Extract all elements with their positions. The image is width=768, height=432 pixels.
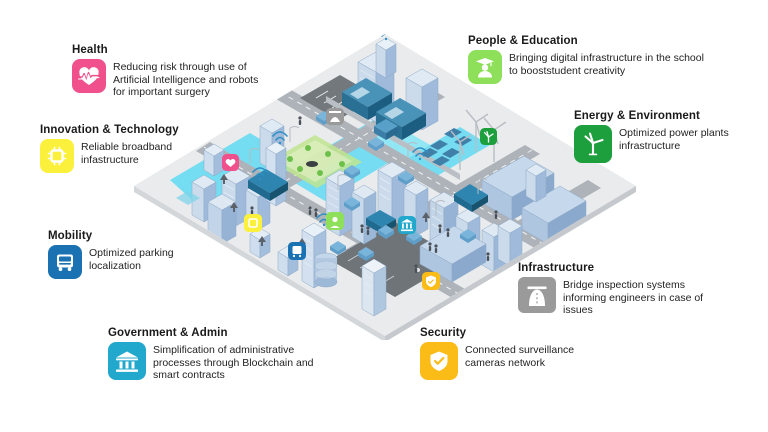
scene-badge-health[interactable] bbox=[222, 154, 239, 171]
wifi-signals bbox=[252, 34, 428, 227]
pedestrians bbox=[250, 116, 498, 273]
callout-mobility[interactable]: Mobility Optimized parking localization bbox=[48, 230, 218, 279]
callout-security[interactable]: Security Connected surveillance cameras … bbox=[420, 327, 600, 380]
isometric-city-scene bbox=[134, 34, 636, 340]
callout-health[interactable]: Health Reducing risk through use of Arti… bbox=[72, 44, 282, 99]
train bbox=[326, 78, 460, 180]
callout-government-title: Government & Admin bbox=[108, 327, 228, 339]
scene-badge-education[interactable] bbox=[326, 212, 344, 230]
scene-badge-government[interactable] bbox=[398, 216, 416, 234]
callout-innovation[interactable]: Innovation & Technology Reliable broadba… bbox=[40, 124, 200, 173]
callout-government[interactable]: Government & Admin Simplification of adm… bbox=[108, 327, 348, 382]
scene-badge-infrastructure[interactable] bbox=[326, 108, 344, 125]
callout-education-desc: Bringing digital infrastructure in the s… bbox=[509, 52, 704, 77]
callout-security-title: Security bbox=[420, 327, 467, 339]
callout-energy[interactable]: Energy & Environment Optimized power pla… bbox=[574, 110, 754, 163]
scene-badge-security[interactable] bbox=[422, 272, 440, 290]
callout-energy-title: Energy & Environment bbox=[574, 110, 700, 122]
callout-security-desc: Connected surveillance cameras network bbox=[465, 344, 575, 369]
callout-innovation-desc: Reliable broadband infastructure bbox=[81, 141, 173, 166]
scene-badge-innovation[interactable] bbox=[244, 214, 262, 232]
street-lights bbox=[249, 126, 488, 216]
cylinder-tower bbox=[314, 252, 338, 288]
callout-mobility-desc: Optimized parking localization bbox=[89, 247, 174, 272]
graduate-icon bbox=[468, 50, 502, 84]
callout-government-desc: Simplification of administrative process… bbox=[153, 344, 314, 382]
bridge-road-icon bbox=[518, 277, 556, 313]
callout-health-desc: Reducing risk through use of Artificial … bbox=[113, 61, 259, 99]
callout-infrastructure-title: Infrastructure bbox=[518, 262, 595, 274]
scene-badge-energy[interactable] bbox=[480, 128, 497, 145]
heartbeat-icon bbox=[72, 59, 106, 93]
wind-turbine-icon bbox=[574, 125, 612, 163]
bank-icon bbox=[108, 342, 146, 380]
callout-mobility-title: Mobility bbox=[48, 230, 93, 242]
scene-badge-mobility[interactable] bbox=[288, 242, 306, 260]
callout-innovation-title: Innovation & Technology bbox=[40, 124, 179, 136]
chip-icon bbox=[40, 139, 74, 173]
building-windows bbox=[223, 69, 443, 296]
callout-energy-desc: Optimized power plants infrastructure bbox=[619, 127, 729, 152]
bus-icon bbox=[48, 245, 82, 279]
callout-infrastructure[interactable]: Infrastructure Bridge inspection systems… bbox=[518, 262, 733, 317]
callout-education[interactable]: People & Education Bringing digital infr… bbox=[468, 35, 718, 84]
callout-infrastructure-desc: Bridge inspection systems informing engi… bbox=[563, 279, 704, 317]
callout-health-title: Health bbox=[72, 44, 108, 56]
callout-education-title: People & Education bbox=[468, 35, 578, 47]
shield-check-icon bbox=[420, 342, 458, 380]
